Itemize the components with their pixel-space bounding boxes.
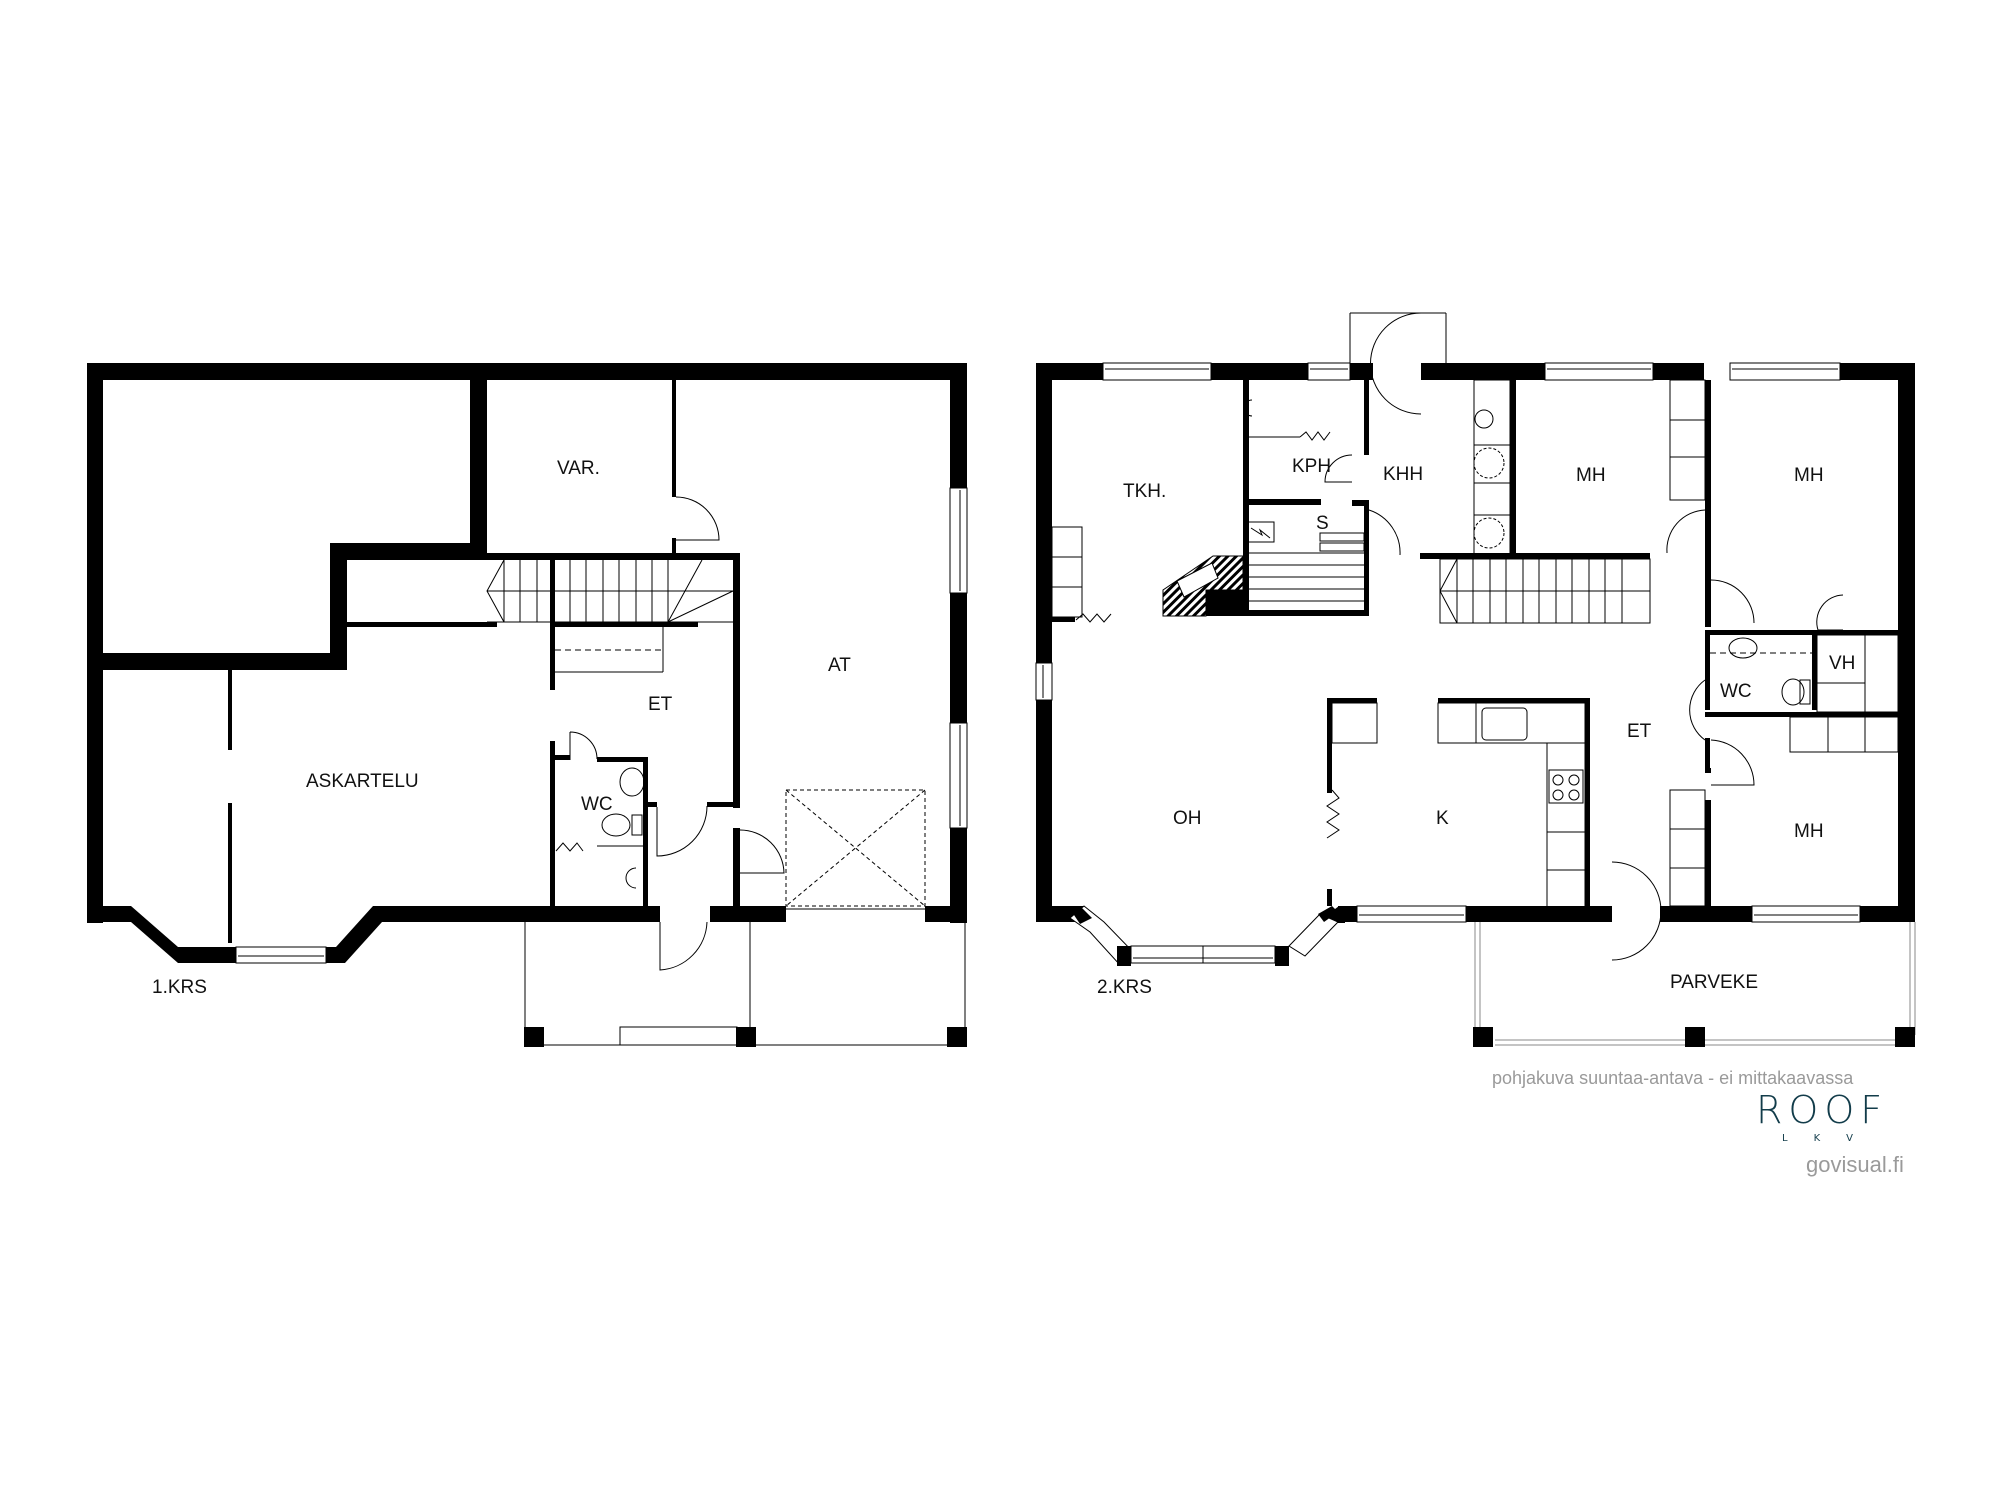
room-label-wc: WC (581, 794, 613, 815)
room-label-at: AT (828, 655, 851, 676)
disclaimer-text: pohjakuva suuntaa-antava - ei mittakaava… (1492, 1068, 1854, 1088)
room-label-mh-3: MH (1794, 821, 1824, 842)
floor-2-staircase (1439, 558, 1651, 624)
floor-1-plan: VAR. AT ET ASKARTELU WC 1.KRS (87, 363, 968, 1047)
brand-logo: ROOF (1756, 1088, 1889, 1132)
room-label-mh-1: MH (1576, 465, 1606, 486)
brand-logo-subtitle: LKV (1782, 1133, 1879, 1144)
floor-2-bay-window (1068, 905, 1339, 966)
room-label-wc: WC (1720, 681, 1752, 702)
sauna-benches (1245, 521, 1365, 602)
khh-fixtures (1473, 379, 1511, 556)
room-label-var: VAR. (557, 458, 600, 479)
floor-2-wc-fixtures (1710, 637, 1812, 706)
floor-2-plan: TKH. KPH KHH S MH MH WC VH ET OH K MH PA… (1035, 312, 1916, 1047)
floor-1-carport-marking (785, 789, 926, 907)
floor-2-balcony (1473, 922, 1916, 1047)
closets (1669, 379, 1899, 907)
floor-2-entry-canopy (1349, 312, 1447, 363)
floor-1-wc-fixtures (555, 767, 645, 889)
floor-1-doors (569, 496, 785, 971)
room-label-et: ET (648, 694, 673, 715)
room-label-khh: KHH (1383, 464, 1423, 485)
floor-1-room-labels: VAR. AT ET ASKARTELU WC 1.KRS (152, 458, 851, 998)
room-label-kph: KPH (1292, 456, 1331, 477)
floor-1-porch (524, 922, 967, 1047)
room-label-parveke: PARVEKE (1670, 972, 1758, 993)
room-label-et: ET (1627, 721, 1652, 742)
room-label-askartelu: ASKARTELU (306, 771, 419, 792)
room-label-vh: VH (1829, 653, 1855, 674)
website-text: govisual.fi (1806, 1152, 1904, 1177)
room-label-k: K (1436, 808, 1449, 829)
floor-2-windows (1035, 362, 1861, 923)
floor-2-walls (1036, 363, 1915, 923)
floor-2-title: 2.KRS (1097, 977, 1152, 998)
room-label-oh: OH (1173, 808, 1202, 829)
floor-2-room-labels: TKH. KPH KHH S MH MH WC VH ET OH K MH PA… (1097, 456, 1855, 998)
floor-1-staircase (486, 559, 740, 673)
floor-1-side-windows (949, 487, 968, 829)
floor-1-bay-window (235, 946, 327, 964)
floor-1-title: 1.KRS (152, 977, 207, 998)
room-label-mh-2: MH (1794, 465, 1824, 486)
kitchen-fixtures (1326, 702, 1586, 909)
room-label-s: S (1316, 513, 1329, 534)
room-label-tkh: TKH. (1123, 481, 1166, 502)
floor-1-walls (87, 363, 967, 963)
kph-fixtures (1243, 399, 1331, 441)
fireplace (1162, 555, 1244, 617)
floor-2-doors (1324, 312, 1844, 961)
tkh-cabinets (1051, 526, 1112, 623)
